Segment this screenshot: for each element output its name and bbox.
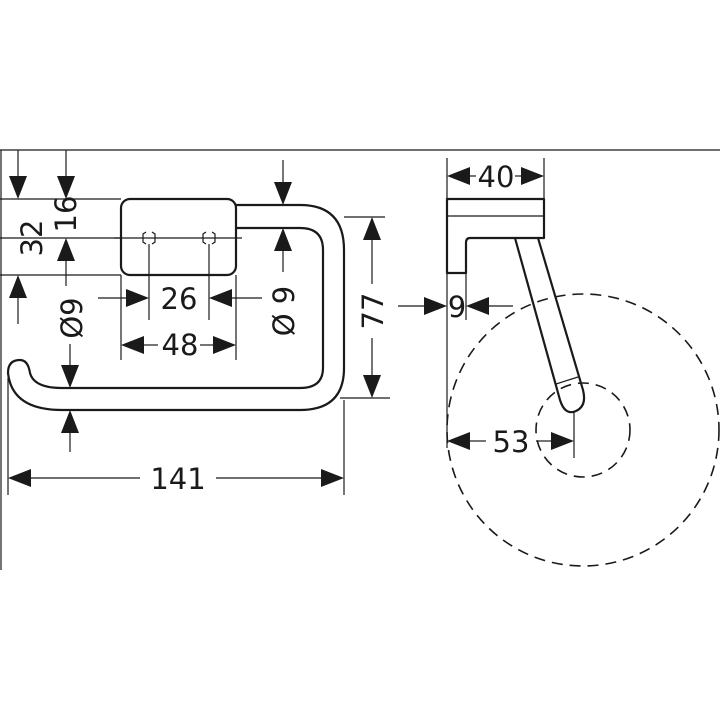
paper-roll-core-circle <box>535 382 631 478</box>
rod-tip-line <box>555 376 579 385</box>
dim-dia-left-upper-arrow <box>61 365 79 388</box>
dim-141-left-arrow <box>8 469 31 487</box>
hole-left-marker <box>142 231 156 245</box>
dim-53-right-arrow <box>551 432 574 450</box>
dim-16-upper-arrow <box>57 176 75 199</box>
dim-141-label: 141 <box>150 462 205 496</box>
dim-141-right-arrow <box>321 469 344 487</box>
hole-right-marker <box>202 231 216 245</box>
dim-40-label: 40 <box>478 160 515 194</box>
mounting-base <box>119 197 238 277</box>
dim-26-label: 26 <box>161 282 198 316</box>
dim-dia-left-label: Ø9 <box>55 297 89 338</box>
side-view: 40 9 53 <box>398 158 720 567</box>
paper-roll-outer-circle <box>446 293 720 567</box>
dim-26-left-arrow <box>126 289 149 307</box>
front-view: 32 16 Ø9 26 48 Ø 9 77 <box>0 150 390 496</box>
dim-26-right-arrow <box>209 289 232 307</box>
wall-bracket <box>445 197 546 275</box>
dim-77-top-arrow <box>363 217 381 240</box>
dim-53-left-arrow <box>447 432 470 450</box>
angled-rod <box>513 236 586 414</box>
dim-53-label: 53 <box>493 425 530 459</box>
dim-dia-right-lower-arrow <box>274 228 292 251</box>
dim-16-label: 16 <box>49 196 83 233</box>
dim-32-upper-arrow <box>9 176 27 199</box>
dim-16-lower-arrow <box>57 238 75 261</box>
dim-48-right-arrow <box>213 336 236 354</box>
dim-77-label: 77 <box>356 293 390 330</box>
dim-32-label: 32 <box>15 220 49 257</box>
dim-9-left-arrow <box>424 297 447 315</box>
dim-dia-right-upper-arrow <box>274 182 292 205</box>
dim-40-left-arrow <box>447 167 470 185</box>
dim-dia-left-lower-arrow <box>61 410 79 433</box>
dim-40-right-arrow <box>521 167 544 185</box>
dim-9-right-arrow <box>466 297 489 315</box>
dim-48-left-arrow <box>121 336 144 354</box>
dim-dia-right-label: Ø 9 <box>267 286 301 337</box>
dim-77-bottom-arrow <box>363 375 381 398</box>
dim-9-label: 9 <box>448 290 466 324</box>
dim-32-lower-arrow <box>9 275 27 298</box>
holder-rod-outline <box>6 203 346 412</box>
dim-48-label: 48 <box>162 328 199 362</box>
